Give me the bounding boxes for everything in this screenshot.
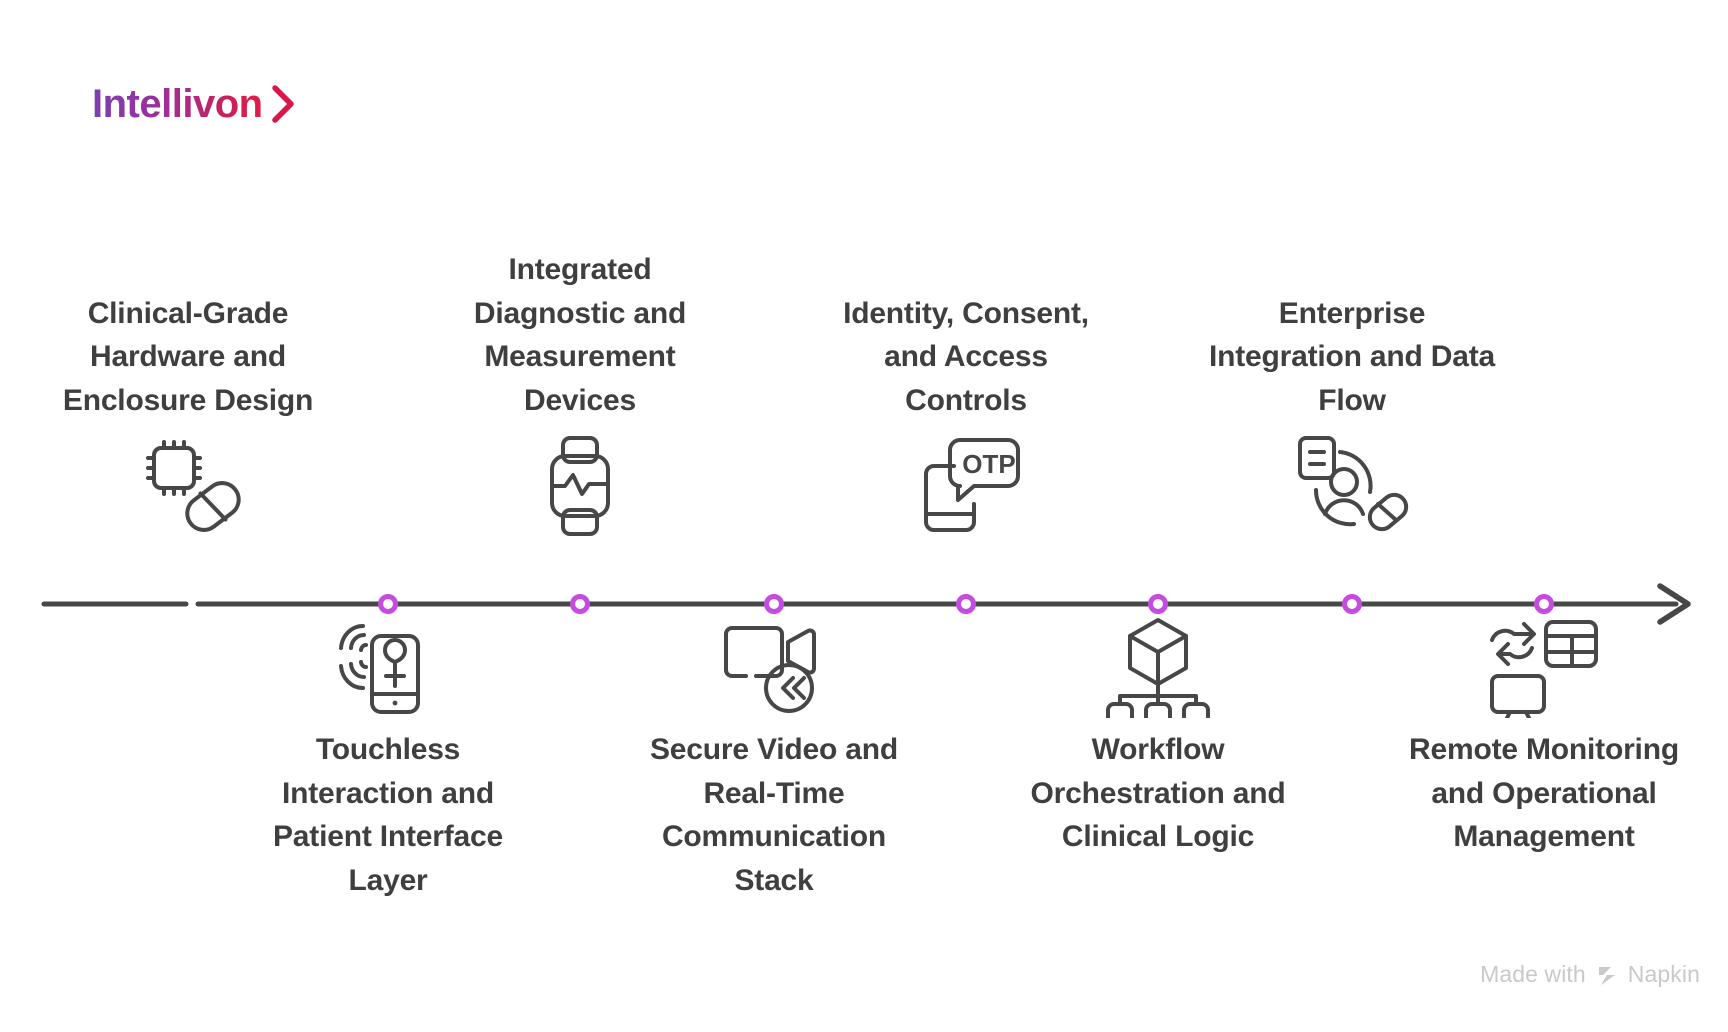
- timeline-node[interactable]: [764, 594, 784, 614]
- milestone-workflow-orchestration[interactable]: Workflow Orchestration and Clinical Logi…: [1013, 614, 1303, 859]
- cube-hierarchy-icon: [1106, 618, 1210, 718]
- smartwatch-ecg-icon: [550, 436, 610, 536]
- fingerprint-and-phone-icon: [339, 623, 420, 714]
- phone-otp-message-icon: OTP: [924, 438, 1020, 532]
- milestone-label: Touchless Interaction and Patient Interf…: [272, 733, 503, 897]
- milestone-secure-video-stack[interactable]: Secure Video and Real-Time Communication…: [629, 614, 919, 902]
- timeline-node[interactable]: [956, 594, 976, 614]
- watermark-product: Napkin: [1627, 961, 1700, 987]
- milestone-touchless-interaction[interactable]: Touchless Interaction and Patient Interf…: [243, 614, 533, 902]
- timeline-node[interactable]: [1148, 594, 1168, 614]
- milestone-label: Integrated Diagnostic and Measurement De…: [473, 253, 687, 417]
- timeline-node[interactable]: [1534, 594, 1554, 614]
- brand-logo: Intellivon: [92, 82, 299, 125]
- svg-text:OTP: OTP: [962, 449, 1015, 479]
- milestone-clinical-grade-hardware[interactable]: Clinical-Grade Hardware and Enclosure De…: [43, 292, 333, 539]
- watermark-prefix: Made with: [1480, 961, 1586, 987]
- napkin-watermark: Made with Napkin: [1480, 961, 1700, 988]
- chevron-right-icon: [271, 85, 294, 123]
- timeline-node[interactable]: [570, 594, 590, 614]
- milestone-enterprise-integration[interactable]: Enterprise Integration and Data Flow: [1207, 292, 1497, 539]
- patient-record-exchange-icon: [1298, 436, 1409, 532]
- video-camera-rewind-icon: [724, 626, 817, 713]
- chip-and-pill-icon: [146, 440, 241, 532]
- milestone-label: Remote Monitoring and Operational Manage…: [1409, 733, 1679, 853]
- timeline-node[interactable]: [1342, 594, 1362, 614]
- milestone-identity-consent-access[interactable]: Identity, Consent, and Access Controls O…: [821, 292, 1111, 539]
- milestone-label: Identity, Consent, and Access Controls: [843, 296, 1089, 417]
- monitor-table-exchange-icon: [1490, 620, 1598, 718]
- milestone-remote-monitoring[interactable]: Remote Monitoring and Operational Manage…: [1399, 614, 1689, 859]
- timeline-node[interactable]: [378, 594, 398, 614]
- milestone-integrated-diagnostic-devices[interactable]: Integrated Diagnostic and Measurement De…: [435, 248, 725, 538]
- milestone-label: Secure Video and Real-Time Communication…: [649, 733, 898, 897]
- napkin-chevrons-icon: [1598, 966, 1615, 985]
- milestone-label: Clinical-Grade Hardware and Enclosure De…: [62, 296, 314, 417]
- milestone-label: Workflow Orchestration and Clinical Logi…: [1030, 733, 1286, 853]
- milestone-label: Enterprise Integration and Data Flow: [1208, 296, 1496, 417]
- brand-wordmark: Intellivon: [92, 81, 263, 126]
